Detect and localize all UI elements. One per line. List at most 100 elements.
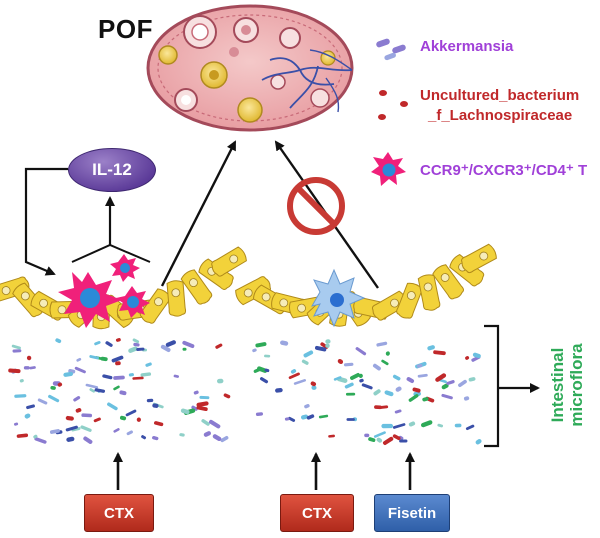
bacterium [463, 396, 470, 401]
bacterium [34, 437, 47, 444]
bacterium [304, 404, 310, 409]
bacterium [252, 348, 257, 353]
bacterium [392, 374, 401, 381]
bacterium [119, 390, 127, 396]
bacterium [284, 417, 290, 421]
bacterium [146, 398, 154, 403]
bacterium [153, 421, 164, 427]
bacterium [359, 378, 364, 383]
bacterium [355, 347, 367, 356]
bacterium [454, 423, 462, 428]
bacterium [113, 428, 120, 433]
bacterium [48, 394, 60, 403]
bacterium [201, 419, 210, 426]
bacterium [303, 350, 314, 358]
bacterium [136, 417, 141, 422]
bacterium [350, 373, 360, 380]
bacterium [180, 408, 190, 415]
bacterium [179, 433, 185, 437]
bacterium [182, 347, 187, 351]
bacterium [344, 382, 354, 389]
lachnospiraceae-legend-icon [378, 90, 408, 120]
bacterium [133, 342, 140, 347]
bacterium [325, 343, 330, 348]
bacterium [24, 413, 31, 419]
bacterium [379, 405, 389, 409]
bacterium [280, 340, 289, 346]
dendritic-cell [310, 268, 366, 328]
bacterium [26, 404, 35, 410]
bacterium [394, 409, 402, 414]
bacterium [89, 388, 96, 393]
bacterium [290, 369, 297, 374]
bacterium [191, 405, 198, 411]
bacterium [468, 377, 476, 382]
bacterium [223, 393, 231, 399]
bacterium [14, 394, 27, 398]
inhibition-icon [287, 177, 345, 235]
bacterium [288, 372, 300, 380]
bacterium [264, 354, 271, 358]
fisetin-box: Fisetin [374, 494, 450, 532]
bacterium [11, 344, 21, 350]
bacterium [422, 397, 429, 402]
bacterium [392, 434, 401, 441]
bacterium [318, 414, 329, 419]
bacterium [94, 388, 106, 393]
bacterium [199, 395, 210, 400]
bacterium [433, 350, 446, 356]
bacterium [372, 363, 381, 371]
bacterium [358, 373, 363, 378]
bacterium [406, 377, 415, 384]
bacterium [107, 402, 118, 411]
bacterium [259, 377, 269, 384]
bacterium [376, 341, 388, 347]
bacterium [343, 362, 354, 367]
bacterium [333, 376, 342, 381]
bacterium [264, 368, 270, 373]
bacterium [132, 376, 144, 380]
right-epithelium [235, 243, 497, 327]
bacterium [345, 392, 356, 396]
bacterium [89, 355, 99, 360]
bacterium [71, 427, 81, 432]
bacterium [115, 361, 121, 366]
bacterium [93, 417, 101, 423]
bacterium [141, 435, 147, 440]
microflora-bracket [484, 324, 500, 448]
bacterium [373, 431, 386, 438]
bacterium [364, 433, 370, 438]
bacterium [8, 368, 21, 374]
il12-branch-lines [71, 243, 151, 263]
bacterium [408, 394, 419, 402]
il12-feedback-arrow [24, 167, 68, 276]
bacterium [300, 414, 309, 420]
bacterium [328, 434, 335, 438]
bacterium [293, 379, 306, 385]
bacterium [361, 383, 373, 390]
bacterium [119, 415, 127, 421]
epithelial-cell [396, 282, 424, 319]
bacterium [81, 413, 93, 418]
bacterium [412, 387, 421, 393]
bacterium [408, 421, 416, 427]
bacterium [16, 433, 29, 438]
bacterium [145, 362, 152, 367]
bacterium [196, 405, 208, 412]
bacterium [63, 371, 74, 377]
bacterium [182, 340, 195, 349]
bacterium [83, 436, 93, 444]
epithelial-cell [417, 274, 441, 311]
epithelial-cell [235, 276, 271, 306]
bacterium [193, 390, 199, 395]
bacterium [55, 338, 62, 344]
bacterium [136, 347, 145, 351]
bacterium [337, 358, 344, 365]
bacterium [49, 429, 60, 434]
bacterium [160, 344, 171, 353]
bacterium [212, 434, 222, 442]
bacterium [100, 356, 108, 362]
pof-title: POF [98, 14, 153, 44]
bacterium [125, 409, 137, 417]
